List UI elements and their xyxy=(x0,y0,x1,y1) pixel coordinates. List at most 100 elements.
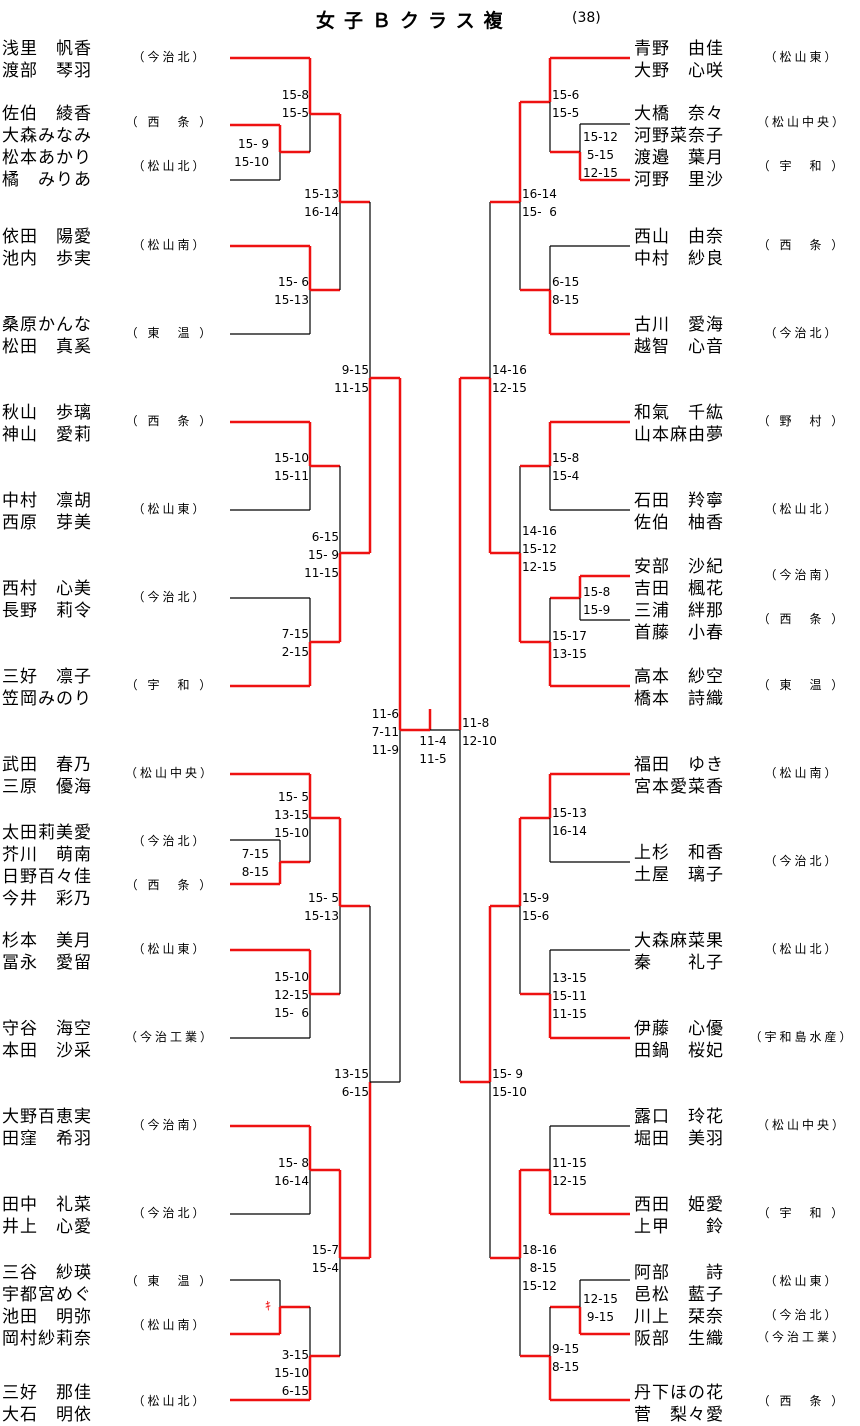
school-name: （今治工業） xyxy=(124,1030,215,1044)
player-names: 安部 沙紀吉田 楓花 xyxy=(634,556,746,600)
school-name: （今治南） xyxy=(132,1118,208,1132)
player-name: 三谷 紗瑛 xyxy=(2,1263,92,1283)
player-name: 高本 紗空 xyxy=(634,667,724,687)
school-name: （松山北） xyxy=(764,942,840,956)
school-name: （ 野 村 ） xyxy=(757,414,847,428)
match-score: 7-15 2-15 xyxy=(281,627,309,659)
player-names: 浅里 帆香渡部 琴羽 xyxy=(2,38,114,82)
player-names: 青野 由佳大野 心咲 xyxy=(634,38,746,82)
left-entry: 三谷 紗瑛宇都宮めぐ（ 東 温 ） xyxy=(0,1262,860,1305)
left-entry: 依田 陽愛池内 歩実（松山南） xyxy=(0,226,860,269)
school-name: （今治北） xyxy=(764,854,840,868)
player-name: 青野 由佳 xyxy=(634,39,724,59)
match-score: 15-8 15-9 xyxy=(583,585,611,617)
match-score: 9-15 11-15 xyxy=(334,363,369,395)
player-name: 岡村紗莉奈 xyxy=(2,1329,92,1349)
left-entry: 太田莉美愛芥川 萌南 （今治北） xyxy=(0,822,860,865)
school-name: （松山北） xyxy=(764,502,840,516)
school-name: （松山南） xyxy=(132,238,208,252)
player-name: 西田 姫愛 xyxy=(634,1195,724,1215)
left-entry: 佐伯 綾香大森みなみ（ 西 条 ） xyxy=(0,103,860,146)
school-name: （今治北） xyxy=(132,50,208,64)
school-name: （ 西 条 ） xyxy=(757,612,847,626)
player-names: 福田 ゆき宮本愛菜香 xyxy=(634,754,746,798)
school-name: （ 宇 和 ） xyxy=(757,159,847,173)
left-entry: 日野百々佳今井 彩乃（ 西 条 ） xyxy=(0,866,860,909)
match-score: 15-6 15-5 xyxy=(552,88,580,120)
player-name: 田窪 希羽 xyxy=(2,1129,92,1149)
school-name: （今治北） xyxy=(132,1206,208,1220)
school-name: （ 宇 和 ） xyxy=(125,678,215,692)
player-names: 三好 那佳大石 明依 xyxy=(2,1382,114,1426)
player-names: 大森麻菜果秦 礼子 xyxy=(634,930,746,974)
player-name: 冨永 愛留 xyxy=(2,953,92,973)
player-name: 井上 心愛 xyxy=(2,1217,92,1237)
player-name: 古川 愛海 xyxy=(634,315,724,335)
player-name: 首藤 小春 xyxy=(634,623,724,643)
school-name: （松山東） xyxy=(132,942,208,956)
school-name: （今治南） xyxy=(764,568,840,582)
right-entry: 伊藤 心優田鍋 桜妃（宇和島水産） xyxy=(0,1018,860,1061)
player-name: 菅 梨々愛 xyxy=(634,1405,724,1425)
player-name: 大野百恵実 xyxy=(2,1107,92,1127)
school-name: （ 西 条 ） xyxy=(757,1394,847,1408)
player-name: 越智 心音 xyxy=(634,337,724,357)
player-names: 守谷 海空本田 沙采 xyxy=(2,1018,114,1062)
player-name: 大森麻菜果 xyxy=(634,931,724,951)
right-entry: 青野 由佳大野 心咲（松山東） xyxy=(0,38,860,81)
match-score: 11-8 12-10 xyxy=(462,716,497,748)
match-score: 13-15 15-11 11-15 xyxy=(552,971,587,1021)
school-name: （松山東） xyxy=(132,502,208,516)
right-entry: 石田 羚寧佐伯 柚香（松山北） xyxy=(0,490,860,533)
player-names: 太田莉美愛芥川 萌南 xyxy=(2,822,114,866)
entry-count: (38) xyxy=(572,10,601,26)
left-entry: 中村 凛胡西原 芽美（松山東） xyxy=(0,490,860,533)
player-names: 大野百恵実田窪 希羽 xyxy=(2,1106,114,1150)
left-entry: 大野百恵実田窪 希羽 （今治南） xyxy=(0,1106,860,1149)
player-name: 長野 莉令 xyxy=(2,601,92,621)
match-score: 3-15 15-10 6-15 xyxy=(274,1348,309,1398)
match-score: 14-16 12-15 xyxy=(492,363,527,395)
match-score: 15-13 16-14 xyxy=(552,806,587,838)
school-name: （ 西 条 ） xyxy=(125,414,215,428)
player-name: 三浦 絆那 xyxy=(634,601,724,621)
player-name: 池田 明弥 xyxy=(2,1307,92,1327)
school-name: （松山中央） xyxy=(124,766,215,780)
school-name: （松山北） xyxy=(132,1394,208,1408)
player-name: 中村 紗良 xyxy=(634,249,724,269)
player-name: 上杉 和香 xyxy=(634,843,724,863)
right-entry: 阪部 生織（今治工業） xyxy=(0,1328,860,1368)
school-name: （ 宇 和 ） xyxy=(757,1206,847,1220)
player-name: 邑松 藍子 xyxy=(634,1285,724,1305)
player-name: 吉田 楓花 xyxy=(634,579,724,599)
player-name: 三好 那佳 xyxy=(2,1383,92,1403)
player-name: 浅里 帆香 xyxy=(2,39,92,59)
right-entry: 三浦 絆那首藤 小春 （ 西 条 ） xyxy=(0,600,860,643)
player-name: 武田 春乃 xyxy=(2,755,92,775)
player-names: 三谷 紗瑛宇都宮めぐ xyxy=(2,1262,114,1306)
player-names: 古川 愛海越智 心音 xyxy=(634,314,746,358)
player-name: 大石 明依 xyxy=(2,1405,92,1425)
player-name: 大橋 奈々 xyxy=(634,104,724,124)
match-score: 15-13 16-14 xyxy=(304,187,339,219)
school-name: （松山南） xyxy=(132,1318,208,1332)
right-entry: 大橋 奈々河野菜奈子（松山中央） xyxy=(0,103,860,146)
player-names: 大橋 奈々河野菜奈子 xyxy=(634,103,746,147)
player-name: 松本あかり xyxy=(2,148,92,168)
right-entry: 渡邉 葉月河野 里沙（ 宇 和 ） xyxy=(0,147,860,190)
player-names: 阪部 生織 xyxy=(634,1328,746,1350)
withdrawal-mark: ｷ xyxy=(265,1299,272,1313)
player-names: 上杉 和香土屋 璃子 xyxy=(634,842,746,886)
school-name: （松山北） xyxy=(132,159,208,173)
player-names: 露口 玲花堀田 美羽 xyxy=(634,1106,746,1150)
player-name: 宇都宮めぐ xyxy=(2,1285,92,1305)
player-name: 土屋 璃子 xyxy=(634,865,724,885)
right-entry: 高本 紗空橋本 詩織（ 東 温 ） xyxy=(0,666,860,709)
right-entry: 西田 姫愛上甲 鈴（ 宇 和 ） xyxy=(0,1194,860,1237)
school-name: （今治北） xyxy=(132,834,208,848)
match-score: 18-16 8-15 15-12 xyxy=(522,1243,557,1293)
match-score: 15- 6 15-13 xyxy=(274,275,309,307)
player-name: 本田 沙采 xyxy=(2,1041,92,1061)
player-name: 山本麻由夢 xyxy=(634,425,724,445)
